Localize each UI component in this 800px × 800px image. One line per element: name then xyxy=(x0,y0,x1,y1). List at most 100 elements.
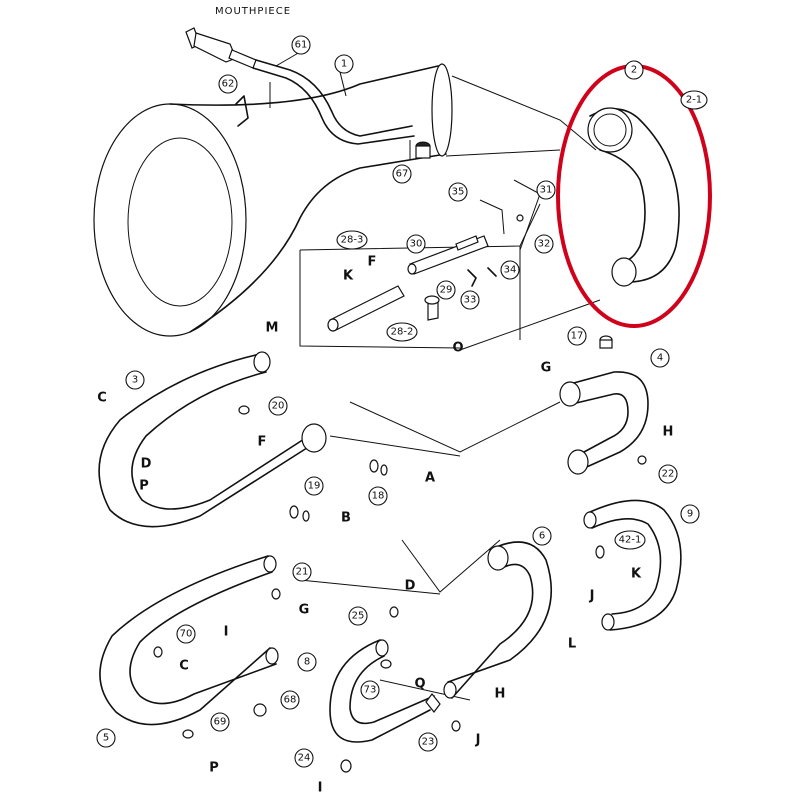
letter-L: L xyxy=(568,637,576,652)
svg-text:21: 21 xyxy=(296,567,309,578)
callout-28-2: 28-2 xyxy=(386,322,418,342)
part-8-tube xyxy=(329,639,441,743)
callout-2-1: 2-1 xyxy=(680,90,708,110)
svg-text:17: 17 xyxy=(571,331,584,342)
letter-C: C xyxy=(179,659,189,674)
letter-D: D xyxy=(405,579,416,594)
svg-text:20: 20 xyxy=(272,401,285,412)
callout-35: 35 xyxy=(448,182,468,202)
letter-O: O xyxy=(452,341,463,356)
callout-42-1: 42-1 xyxy=(614,530,646,550)
svg-text:5: 5 xyxy=(103,733,109,744)
callout-6: 6 xyxy=(532,526,552,546)
svg-text:19: 19 xyxy=(308,481,321,492)
mouthpiece-label: MOUTHPIECE xyxy=(215,6,291,17)
letter-I: I xyxy=(318,781,323,796)
callout-23: 23 xyxy=(418,732,438,752)
part-4-tube xyxy=(559,371,649,475)
callout-33: 33 xyxy=(460,290,480,310)
svg-text:34: 34 xyxy=(504,265,517,276)
letter-G: G xyxy=(299,603,310,618)
callout-61: 61 xyxy=(291,35,311,55)
letter-D: D xyxy=(141,457,152,472)
callout-1: 1 xyxy=(334,54,354,74)
svg-text:1: 1 xyxy=(341,59,347,70)
part-2-elbow xyxy=(587,107,680,287)
svg-text:3: 3 xyxy=(132,375,138,386)
svg-text:32: 32 xyxy=(538,239,551,250)
letter-K: K xyxy=(631,567,642,582)
svg-text:29: 29 xyxy=(440,285,453,296)
letter-I: I xyxy=(224,625,229,640)
connection-letters: K F M O G H C F D P A B K J L G D I C Q … xyxy=(97,255,673,796)
svg-text:70: 70 xyxy=(180,629,193,640)
callout-68: 68 xyxy=(280,690,300,710)
svg-text:42-1: 42-1 xyxy=(619,535,642,546)
svg-text:35: 35 xyxy=(452,187,465,198)
callout-28-3: 28-3 xyxy=(336,230,368,250)
callout-20: 20 xyxy=(268,396,288,416)
callout-30: 30 xyxy=(406,234,426,254)
svg-text:67: 67 xyxy=(396,169,409,180)
svg-text:61: 61 xyxy=(295,40,308,51)
part-9-tube xyxy=(583,499,682,631)
letter-J: J xyxy=(475,733,481,748)
part-3-tube xyxy=(98,351,327,528)
letter-Q: Q xyxy=(414,677,425,692)
callout-4: 4 xyxy=(650,348,670,368)
mouthpiece-assembly xyxy=(185,27,415,145)
svg-text:4: 4 xyxy=(657,353,663,364)
bell-small-parts xyxy=(235,95,431,159)
svg-text:30: 30 xyxy=(410,239,423,250)
letter-J: J xyxy=(589,589,595,604)
svg-text:28-2: 28-2 xyxy=(391,327,414,338)
callout-31: 31 xyxy=(536,180,556,200)
callout-69: 69 xyxy=(210,712,230,732)
svg-text:73: 73 xyxy=(364,685,377,696)
svg-text:24: 24 xyxy=(298,753,311,764)
svg-text:8: 8 xyxy=(304,657,310,668)
svg-text:9: 9 xyxy=(687,509,693,520)
letter-H: H xyxy=(663,425,674,440)
letter-H: H xyxy=(495,687,506,702)
callout-22: 22 xyxy=(658,464,678,484)
letter-P: P xyxy=(209,761,219,776)
bell xyxy=(93,63,453,337)
letter-M: M xyxy=(266,321,279,336)
callout-19: 19 xyxy=(304,476,324,496)
callout-29: 29 xyxy=(436,280,456,300)
svg-text:18: 18 xyxy=(372,491,385,502)
svg-text:69: 69 xyxy=(214,717,227,728)
callout-24: 24 xyxy=(294,748,314,768)
valve-parts xyxy=(327,179,541,332)
callout-18: 18 xyxy=(368,486,388,506)
letter-C: C xyxy=(97,391,107,406)
letter-F: F xyxy=(368,255,377,270)
callout-25: 25 xyxy=(348,606,368,626)
callout-32: 32 xyxy=(534,234,554,254)
callout-21: 21 xyxy=(292,562,312,582)
part-5-tube xyxy=(99,555,279,726)
callout-67: 67 xyxy=(392,164,412,184)
callout-5: 5 xyxy=(96,728,116,748)
svg-text:31: 31 xyxy=(540,185,553,196)
callout-8: 8 xyxy=(297,652,317,672)
letter-A: A xyxy=(425,471,435,486)
callout-2: 2 xyxy=(624,60,644,80)
callout-9: 9 xyxy=(680,504,700,524)
letter-K: K xyxy=(343,269,354,284)
leader-lines xyxy=(269,51,601,701)
callout-73: 73 xyxy=(360,680,380,700)
svg-text:28-3: 28-3 xyxy=(341,235,364,246)
letter-G: G xyxy=(541,361,552,376)
svg-text:6: 6 xyxy=(539,531,545,542)
callout-3: 3 xyxy=(125,370,145,390)
svg-text:2-1: 2-1 xyxy=(686,95,702,106)
letter-P: P xyxy=(139,479,149,494)
svg-text:33: 33 xyxy=(464,295,477,306)
svg-text:25: 25 xyxy=(352,611,365,622)
svg-text:2: 2 xyxy=(631,65,637,76)
callout-17: 17 xyxy=(567,326,587,346)
callout-34: 34 xyxy=(500,260,520,280)
